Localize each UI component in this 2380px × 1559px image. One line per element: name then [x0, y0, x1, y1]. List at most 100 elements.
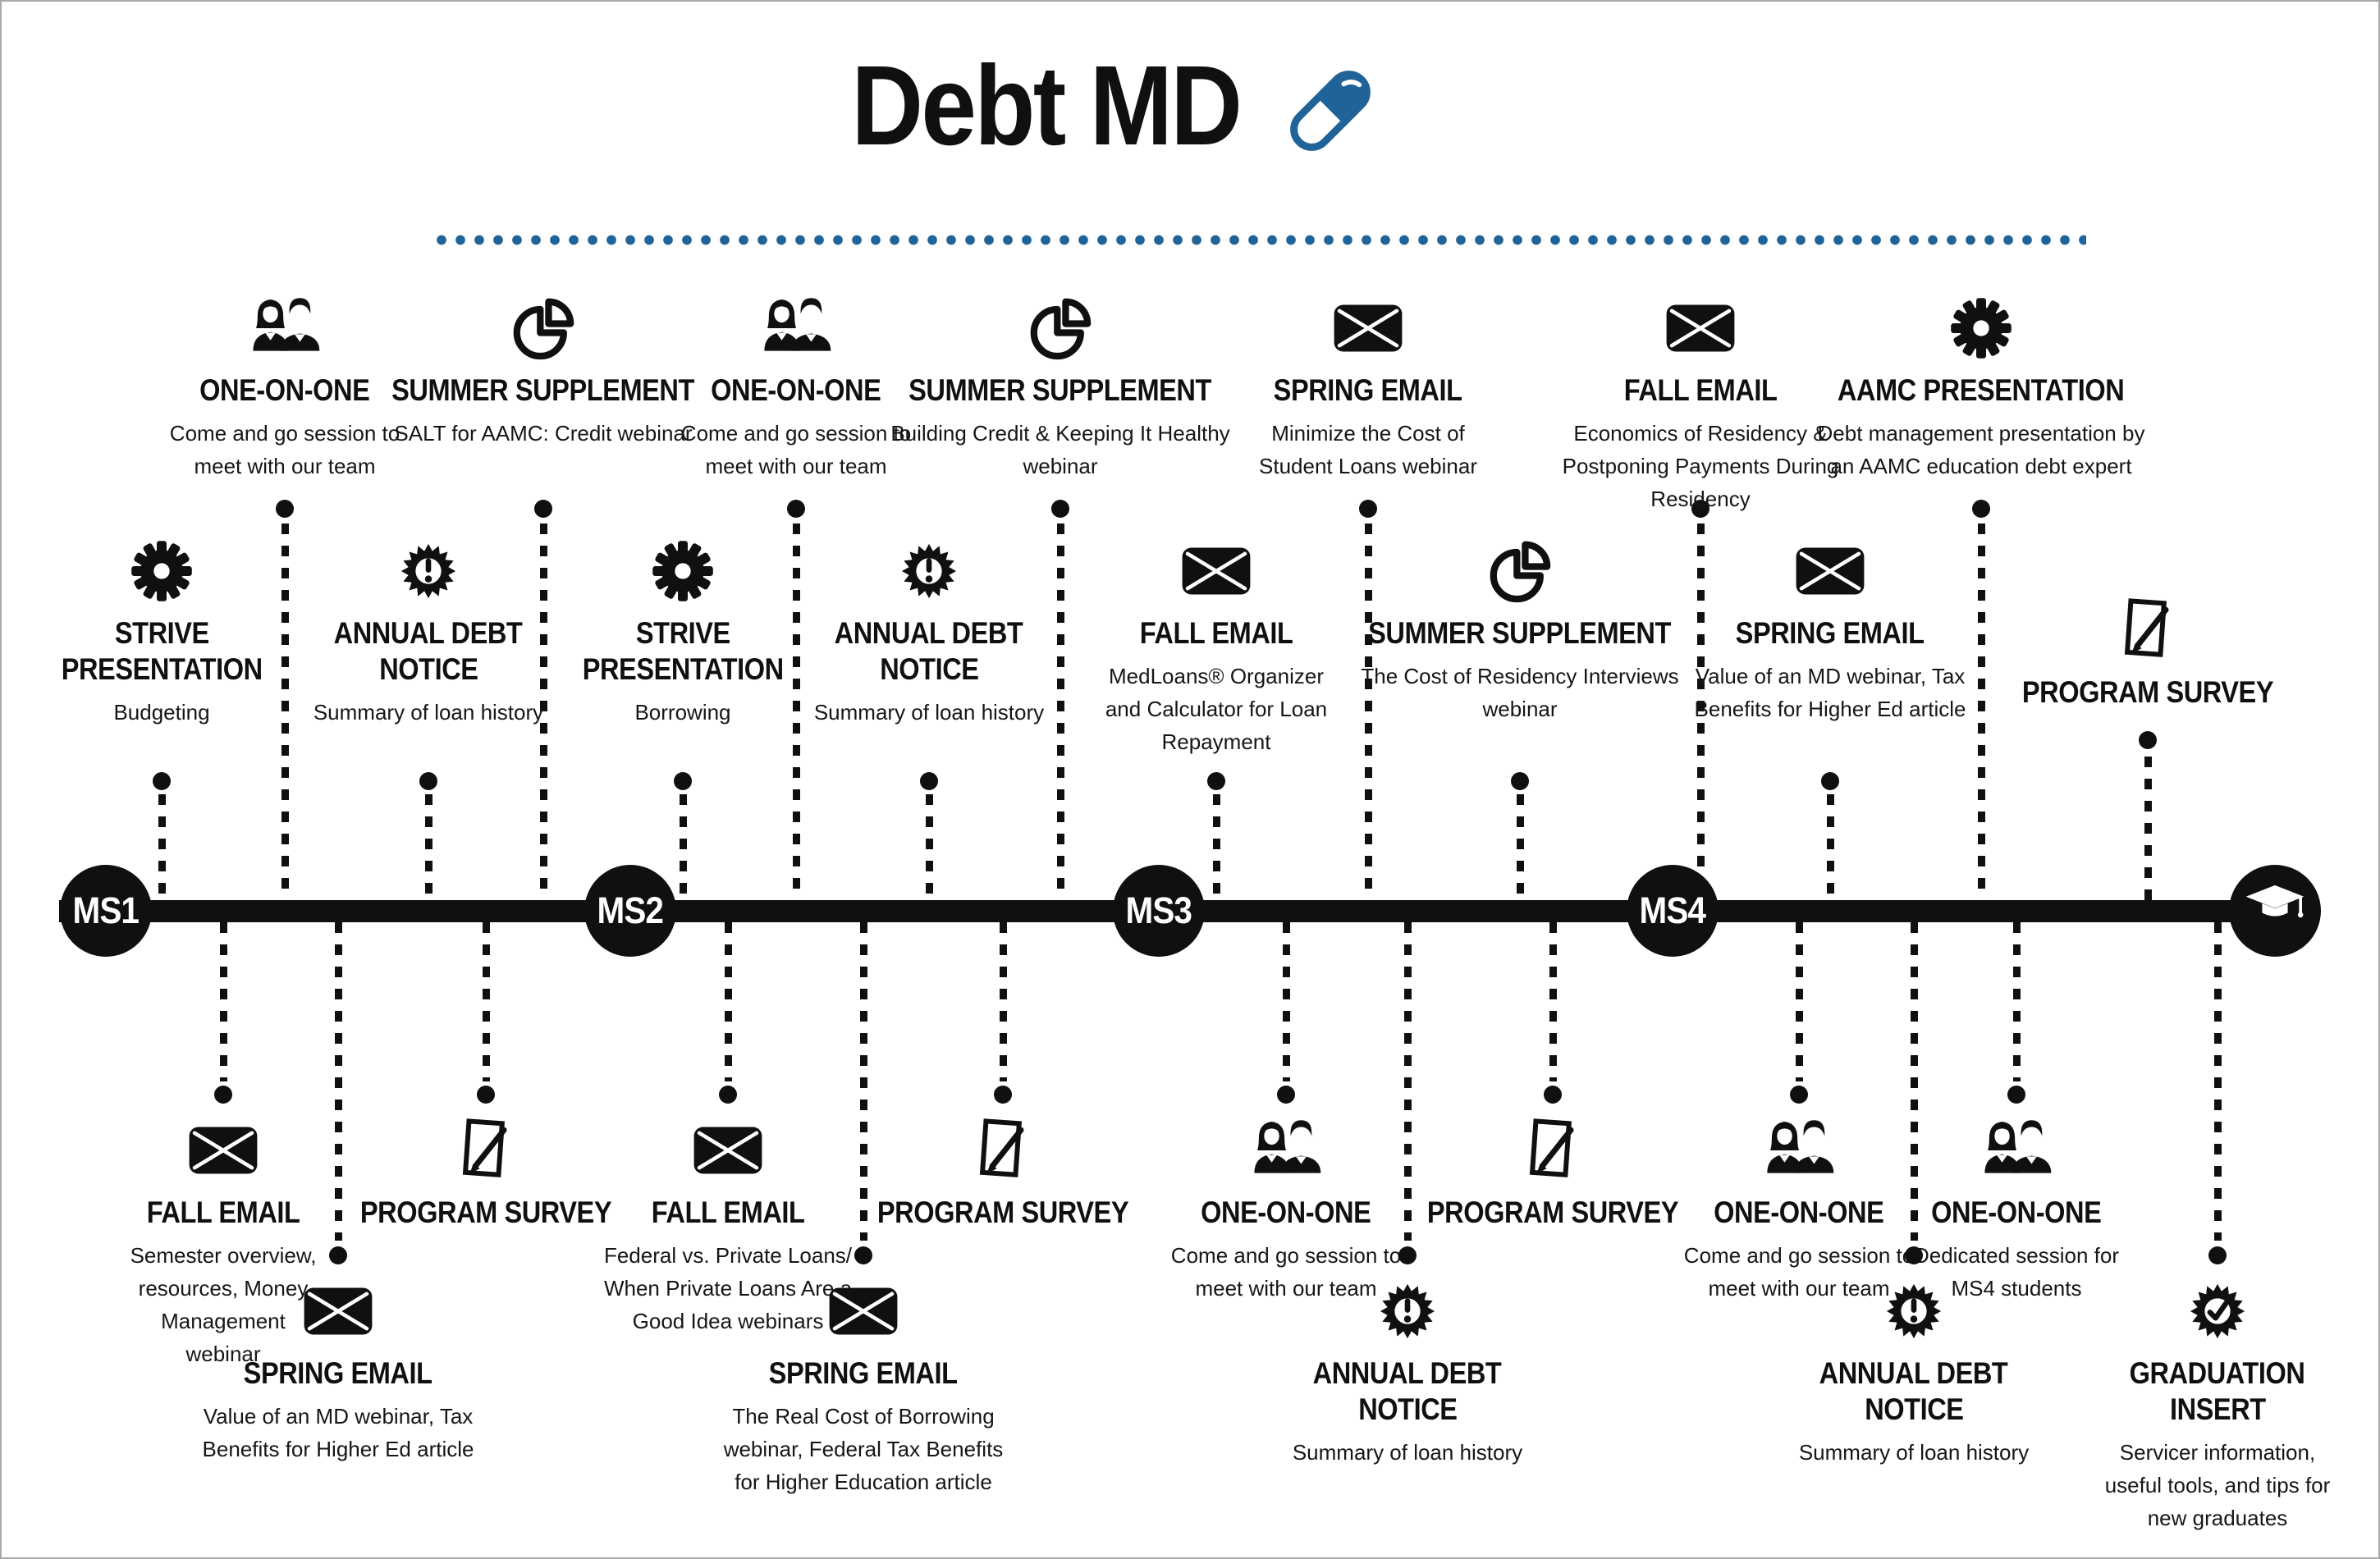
envelope-icon — [826, 1273, 901, 1349]
connector-line — [925, 794, 933, 900]
event-label: NOTICE — [1357, 1392, 1458, 1426]
connector-dot — [329, 1246, 347, 1264]
title-divider-dots — [437, 235, 2086, 245]
event-description: Dedicated session for MS4 students — [1913, 1243, 2120, 1301]
survey-icon — [448, 1113, 524, 1188]
event-label: SPRING EMAIL — [1274, 373, 1462, 407]
event-description: Come and go session to meet with our tea… — [680, 421, 912, 478]
envelope-icon — [690, 1113, 766, 1188]
survey-icon — [965, 1113, 1041, 1188]
event-description: Come and go session to meet with our tea… — [1170, 1243, 1402, 1301]
event-label: FALL EMAIL — [1139, 616, 1293, 650]
event-label: ONE-ON-ONE — [199, 373, 370, 407]
envelope-icon — [1792, 533, 1868, 609]
event-label: SPRING EMAIL — [244, 1356, 433, 1390]
event-description: Come and go session to meet with our tea… — [1683, 1243, 1915, 1301]
event-description: The Real Cost of Borrowing webinar, Fede… — [723, 1404, 1004, 1494]
connector-line — [1826, 794, 1834, 900]
connector-dot — [1398, 1246, 1417, 1264]
event-label: AAMC PRESENTATION — [1838, 373, 2125, 407]
connector-dot — [674, 772, 692, 790]
connector-line — [2213, 922, 2222, 1241]
connector-dot — [1511, 772, 1529, 790]
check-icon — [2180, 1273, 2255, 1349]
people-icon — [1979, 1113, 2054, 1188]
connector-line — [1056, 523, 1064, 900]
event-item: FALL EMAIL MedLoans® Organizer and Calcul… — [1019, 533, 1413, 758]
alert-icon — [891, 533, 967, 609]
event-label: ONE-ON-ONE — [1201, 1196, 1371, 1229]
pie-icon — [506, 290, 581, 366]
event-label: SUMMER SUPPLEMENT — [391, 373, 695, 407]
event-label: SUMMER SUPPLEMENT — [909, 373, 1212, 407]
connector-line — [219, 922, 227, 1081]
event-description: MedLoans® Organizer and Calculator for L… — [1105, 664, 1328, 754]
connector-line — [679, 794, 687, 900]
event-description: Borrowing — [634, 700, 731, 725]
connector-line — [158, 794, 166, 900]
event-description: Federal vs. Private Loans/ When Private … — [603, 1243, 853, 1333]
people-icon — [247, 290, 323, 366]
gear-icon — [124, 533, 199, 609]
pie-icon — [1023, 290, 1098, 366]
event-description: Summary of loan history — [813, 700, 1045, 725]
connector-dot — [276, 500, 294, 518]
connector-line — [482, 922, 490, 1081]
timeline-node-label: MS2 — [597, 889, 664, 931]
event-label: SPRING EMAIL — [769, 1356, 958, 1390]
timeline-node-ms3: MS3 — [1113, 865, 1205, 957]
connector-dot — [1821, 772, 1839, 790]
event-label: FALL EMAIL — [146, 1196, 300, 1229]
connector-line — [1795, 922, 1803, 1081]
connector-line — [792, 523, 800, 900]
timeline-node-ms2: MS2 — [584, 865, 676, 957]
connector-line — [724, 922, 732, 1081]
connector-line — [539, 523, 547, 900]
connector-dot — [854, 1246, 872, 1264]
event-item: PROGRAM SURVEY — [1356, 1113, 1750, 1231]
envelope-icon — [300, 1273, 376, 1349]
event-label: ANNUAL DEBT — [334, 616, 523, 650]
event-description: Minimize the Cost of Student Loans webin… — [1259, 421, 1477, 478]
page-title: Debt MD — [851, 43, 1243, 169]
event-description: Value of an MD webinar, Tax Benefits for… — [1694, 664, 1966, 721]
event-description: The Cost of Residency Interviews webinar — [1361, 664, 1679, 721]
event-item: PROGRAM SURVEY — [1951, 592, 2345, 711]
event-description: Debt management presentation by an AAMC … — [1817, 421, 2145, 478]
connector-line — [1977, 523, 1985, 900]
connector-line — [1364, 523, 1372, 900]
connector-dot — [1359, 500, 1377, 518]
connector-line — [999, 922, 1007, 1081]
pill-icon — [1278, 58, 1383, 163]
event-label: ONE-ON-ONE — [1714, 1196, 1884, 1229]
people-icon — [758, 290, 834, 366]
timeline-node-ms1: MS1 — [60, 865, 152, 957]
timeline-node-label: MS4 — [1639, 889, 1706, 931]
envelope-icon — [1663, 290, 1738, 366]
envelope-icon — [185, 1113, 261, 1188]
event-description: Servicer information, useful tools, and … — [2104, 1440, 2331, 1530]
timeline-end-node — [2229, 865, 2321, 957]
people-icon — [1248, 1113, 1324, 1188]
event-label: PRESENTATION — [582, 652, 784, 686]
connector-dot — [1972, 500, 1990, 518]
timeline-node-label: MS3 — [1125, 889, 1192, 931]
connector-dot — [534, 500, 552, 518]
connector-dot — [2139, 731, 2157, 749]
event-label: PROGRAM SURVEY — [876, 1196, 1129, 1229]
connector-line — [1516, 794, 1524, 900]
timeline-node-label: MS1 — [72, 889, 140, 931]
gear-icon — [1943, 290, 2019, 366]
connector-dot — [153, 772, 171, 790]
event-label: NOTICE — [879, 652, 979, 686]
